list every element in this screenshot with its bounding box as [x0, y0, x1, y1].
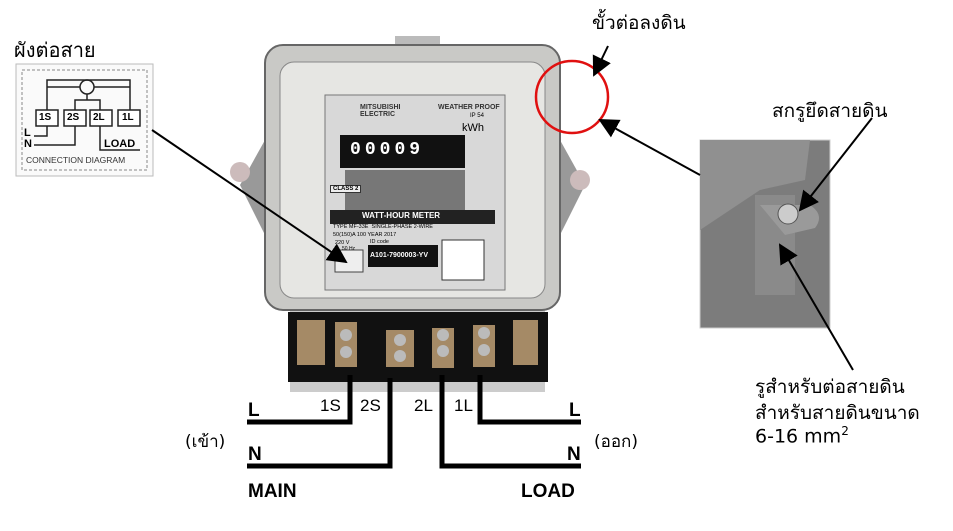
arrow-ground-hole — [778, 243, 854, 371]
meter-brand: MITSUBISHI ELECTRIC — [360, 104, 401, 118]
meter-voltage: 220 V — [335, 240, 350, 246]
arrow-diagram — [151, 129, 348, 264]
main-label: MAIN — [248, 481, 297, 502]
ground-terminal-label: ขั้วต่อลงดิน — [592, 12, 686, 34]
cd-load: LOAD — [104, 138, 136, 150]
meter-class: CLASS 2 — [330, 185, 362, 193]
meter-type-row: TYPE MF-33E SINGLE-PHASE 2-WIRE — [333, 224, 433, 230]
wire-l-out: L — [569, 400, 581, 421]
connection-diagram-inset — [15, 63, 154, 177]
wiring-diagram-title: ผังต่อสาย — [14, 38, 96, 62]
cd-n: N — [24, 138, 32, 150]
meter-freq: 50 Hz — [342, 246, 356, 252]
ground-hole-label-3: 6-16 mm2 — [755, 424, 849, 448]
arrow-ground-screw — [798, 117, 873, 212]
cd-caption: CONNECTION DIAGRAM — [26, 155, 126, 165]
ground-hole-label-2: สำหรับสายดินขนาด — [755, 402, 920, 424]
terminal-1l: 1L — [454, 396, 473, 415]
output-label: (ออก) — [594, 432, 638, 452]
ground-screw-label: สกรูยึดสายดิน — [772, 100, 888, 122]
arrow-ground-closeup — [598, 119, 701, 176]
cd-l: L — [24, 127, 31, 139]
wire-n-out: N — [567, 444, 581, 465]
meter-weather: WEATHER PROOF — [438, 104, 500, 111]
meter-title: WATT-HOUR METER — [362, 211, 441, 220]
load-label: LOAD — [521, 481, 575, 502]
ground-screw-photo — [699, 139, 831, 329]
meter-rating-row: 50(150)A 100 YEAR 2017 — [333, 232, 397, 238]
wires — [247, 375, 581, 469]
terminal-2s: 2S — [360, 396, 381, 415]
meter-unit: kWh — [462, 122, 484, 134]
terminal-2l: 2L — [414, 396, 433, 415]
meter-id-label: ID code — [370, 239, 389, 245]
arrow-ground-terminal — [592, 45, 611, 77]
terminal-1s: 1S — [320, 396, 341, 415]
ground-terminal-highlight — [534, 59, 610, 135]
meter-ip: IP 54 — [470, 113, 484, 119]
wire-l-in: L — [248, 400, 260, 421]
input-label: (เข้า) — [185, 432, 226, 452]
meter-id: A101-7900003-YV — [370, 252, 428, 259]
ground-hole-label-1: รูสำหรับต่อสายดิน — [755, 376, 905, 398]
wire-n-in: N — [248, 444, 262, 465]
meter-reading: 00009 — [350, 140, 425, 160]
